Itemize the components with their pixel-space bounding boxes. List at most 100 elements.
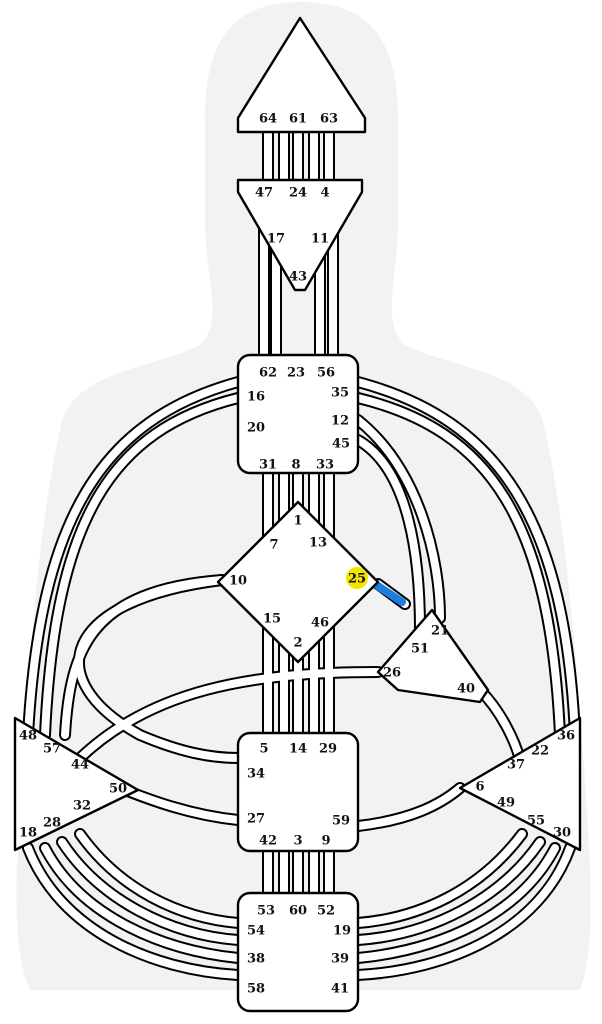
gate-42[interactable]: 42	[259, 834, 277, 849]
gate-59[interactable]: 59	[332, 814, 350, 829]
gate-25[interactable]: 25	[348, 572, 366, 587]
gate-55[interactable]: 55	[527, 814, 545, 829]
channel	[354, 838, 544, 944]
gate-34[interactable]: 34	[247, 767, 265, 782]
gate-7-bubble	[263, 533, 285, 555]
gate-25-bubble	[346, 567, 368, 589]
active-channel-25	[374, 582, 406, 606]
gate-63[interactable]: 63	[320, 112, 338, 127]
gate-47[interactable]: 47	[255, 186, 273, 201]
gate-37[interactable]: 37	[507, 758, 525, 773]
gate-1-bubble	[287, 509, 309, 531]
gate-45[interactable]: 45	[332, 437, 350, 452]
gate-41[interactable]: 41	[331, 982, 349, 997]
root-center[interactable]	[236, 891, 360, 1013]
solar-plexus-center[interactable]	[458, 716, 582, 852]
gate-9[interactable]: 9	[321, 834, 330, 849]
gate-3[interactable]: 3	[293, 834, 302, 849]
throat-center[interactable]	[236, 353, 360, 475]
channel	[354, 844, 574, 979]
gate-38[interactable]: 38	[247, 952, 265, 967]
channel	[41, 394, 242, 739]
channel	[76, 830, 242, 927]
gate-33[interactable]: 33	[316, 458, 334, 473]
gate-49[interactable]: 49	[497, 796, 515, 811]
channel	[61, 576, 226, 739]
sacral-center[interactable]	[236, 731, 360, 853]
gate-16[interactable]: 16	[247, 390, 265, 405]
ego-center[interactable]	[376, 608, 490, 704]
channel	[58, 838, 242, 944]
gate-6[interactable]: 6	[475, 780, 484, 795]
gate-44[interactable]: 44	[71, 758, 89, 773]
gate-26[interactable]: 26	[383, 666, 401, 681]
spleen-center[interactable]	[13, 716, 140, 852]
ajna-center[interactable]	[236, 178, 364, 292]
gate-28[interactable]: 28	[43, 816, 61, 831]
gate-56[interactable]: 56	[317, 366, 335, 381]
gate-1[interactable]: 1	[293, 514, 302, 529]
gate-4[interactable]: 4	[320, 186, 329, 201]
channel	[74, 668, 382, 764]
channel	[41, 844, 242, 962]
gate-7[interactable]: 7	[269, 538, 278, 553]
channel	[354, 378, 579, 739]
gate-23[interactable]: 23	[287, 366, 305, 381]
gate-15-bubble	[261, 607, 283, 629]
gate-32[interactable]: 32	[73, 799, 91, 814]
gate-62[interactable]: 62	[259, 366, 277, 381]
gate-64[interactable]: 64	[259, 112, 277, 127]
channel	[354, 784, 464, 830]
gate-12[interactable]: 12	[331, 414, 349, 429]
head-center[interactable]	[236, 16, 367, 134]
gate-5[interactable]: 5	[259, 742, 268, 757]
gate-58[interactable]: 58	[247, 982, 265, 997]
gate-52[interactable]: 52	[317, 904, 335, 919]
gate-22[interactable]: 22	[531, 744, 549, 759]
channel	[354, 394, 564, 739]
gate-13-bubble	[307, 531, 329, 553]
gate-46[interactable]: 46	[311, 616, 329, 631]
channel	[354, 830, 526, 927]
gate-2[interactable]: 2	[293, 636, 302, 651]
gate-43[interactable]: 43	[289, 270, 307, 285]
gate-36[interactable]: 36	[557, 729, 575, 744]
gate-61[interactable]: 61	[289, 112, 307, 127]
g-center[interactable]	[216, 500, 380, 664]
gate-18[interactable]: 18	[19, 826, 37, 841]
gate-29[interactable]: 29	[319, 742, 337, 757]
gate-19[interactable]: 19	[333, 924, 351, 939]
gate-15[interactable]: 15	[263, 612, 281, 627]
gate-8[interactable]: 8	[291, 458, 300, 473]
gate-39[interactable]: 39	[331, 952, 349, 967]
gate-35[interactable]: 35	[331, 386, 349, 401]
gate-46-bubble	[309, 611, 331, 633]
channel	[354, 416, 444, 622]
gate-50[interactable]: 50	[109, 782, 127, 797]
gate-17[interactable]: 17	[267, 232, 285, 247]
gate-14[interactable]: 14	[289, 742, 307, 757]
gate-53[interactable]: 53	[257, 904, 275, 919]
gate-57[interactable]: 57	[43, 742, 61, 757]
channel	[354, 844, 559, 962]
gate-11[interactable]: 11	[311, 232, 329, 247]
channel	[354, 436, 424, 634]
gate-30[interactable]: 30	[553, 826, 571, 841]
gate-24[interactable]: 24	[289, 186, 307, 201]
gate-27[interactable]: 27	[247, 812, 265, 827]
gate-13[interactable]: 13	[309, 536, 327, 551]
gate-31[interactable]: 31	[259, 458, 277, 473]
channel	[24, 844, 242, 979]
gate-60[interactable]: 60	[289, 904, 307, 919]
gate-40[interactable]: 40	[457, 682, 475, 697]
gate-2-bubble	[287, 631, 309, 653]
gate-21[interactable]: 21	[431, 624, 449, 639]
channel	[24, 378, 242, 739]
gate-20[interactable]: 20	[247, 421, 265, 436]
gate-10[interactable]: 10	[229, 574, 247, 589]
gate-48[interactable]: 48	[19, 729, 37, 744]
gate-54[interactable]: 54	[247, 924, 265, 939]
gate-51[interactable]: 51	[411, 642, 429, 657]
